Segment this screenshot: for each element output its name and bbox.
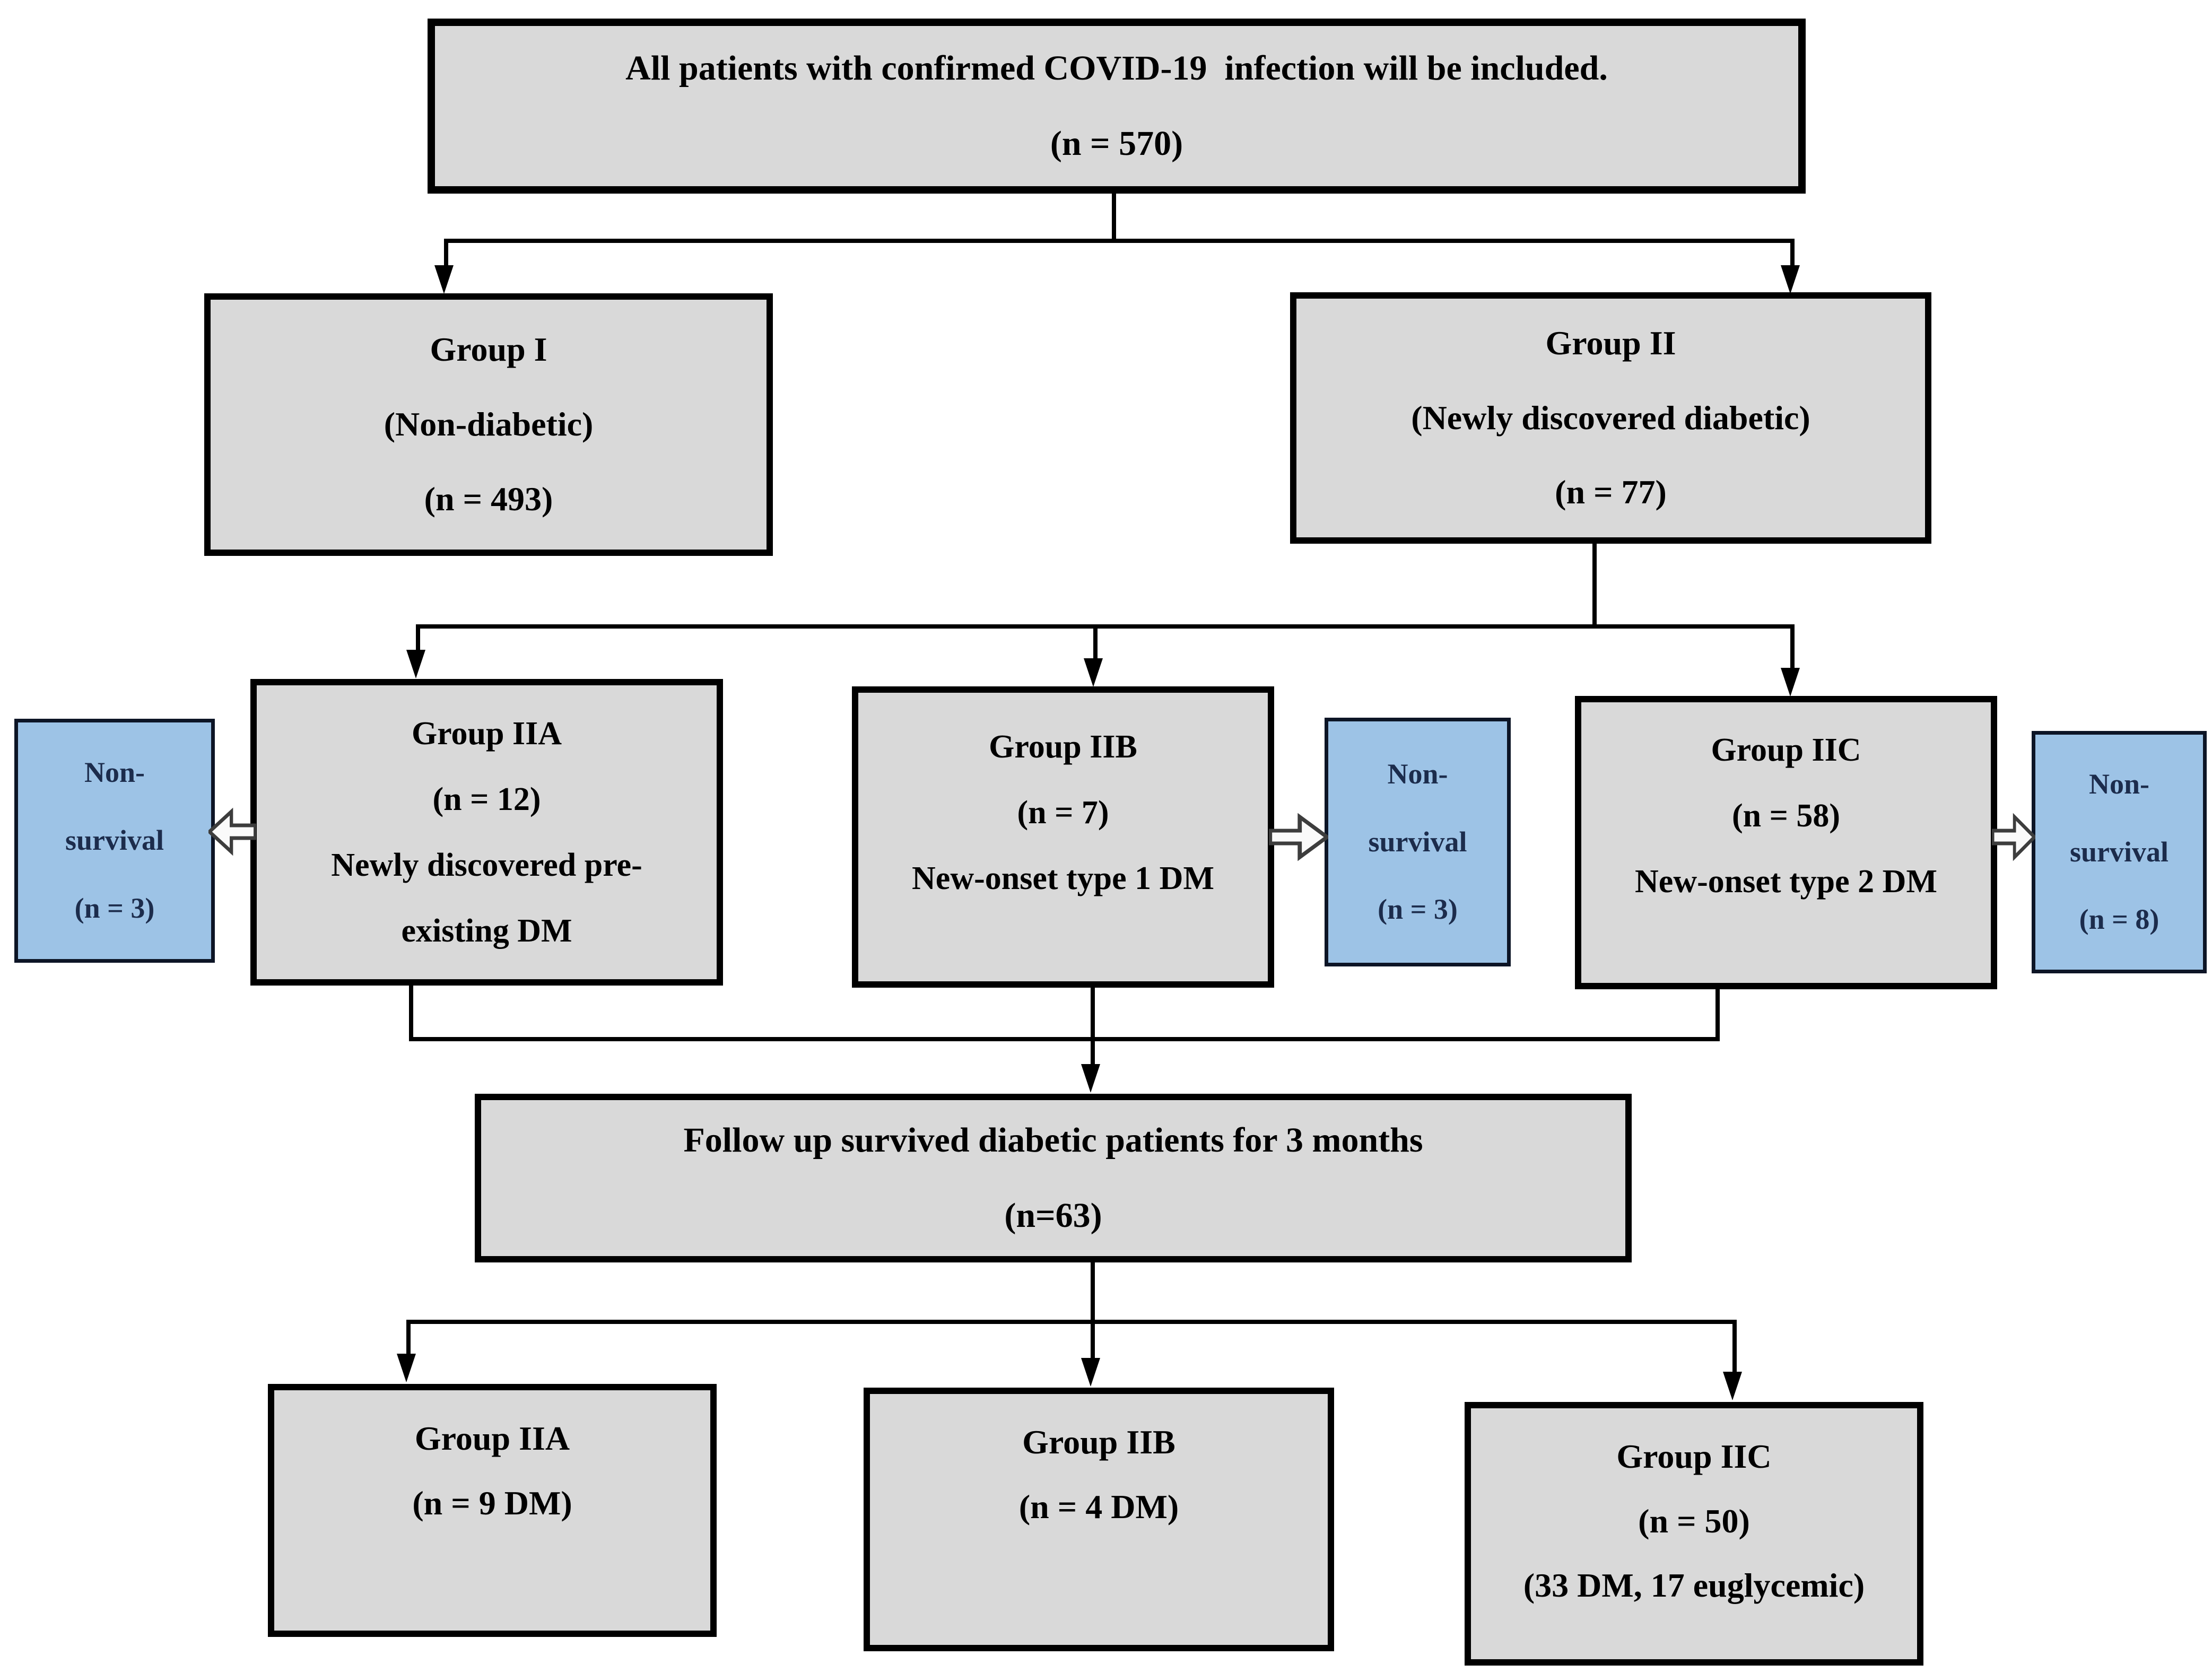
follow-up-count: (n=63) [1004,1196,1102,1235]
connector-drop-final-iia [406,1320,411,1355]
non-survival-a-count: (n = 3) [74,892,155,924]
node-total-line1: All patients with confirmed COVID-19 inf… [625,49,1608,88]
arrowhead-iic [1781,668,1800,696]
node-final-iic: Group IIC (n = 50) (33 DM, 17 euglycemic… [1465,1402,1923,1666]
connector-iia-down [409,986,413,1041]
node-group-iib: Group IIB (n = 7) New-onset type 1 DM [852,686,1274,988]
connector-drop-group-ii [1790,239,1795,266]
connector-drop-final-iic [1732,1320,1737,1373]
connector-drop-final-iib [1091,1324,1095,1359]
arrowhead-final-iib [1081,1358,1100,1387]
node-total-line2: (n = 570) [1050,124,1183,163]
group-iia-desc2: existing DM [401,913,572,949]
group-iia-title: Group IIA [411,716,562,752]
group-iib-title: Group IIB [989,729,1137,765]
non-survival-a-line1: Non- [84,756,145,789]
arrowhead-final-iic [1723,1372,1742,1400]
node-final-iia: Group IIA (n = 9 DM) [268,1384,717,1637]
node-group-iia: Group IIA (n = 12) Newly discovered pre-… [250,679,723,986]
connector-subgroup-branch [416,624,1795,629]
connector-follow-up-stem [1091,1261,1095,1324]
arrowhead-iia [406,650,425,678]
non-survival-b-count: (n = 3) [1378,893,1458,926]
node-group-iic: Group IIC (n = 58) New-onset type 2 DM [1575,696,1997,989]
group-i-count: (n = 493) [424,480,553,518]
non-survival-b-line1: Non- [1387,757,1448,790]
non-survival-c-line1: Non- [2088,768,2149,800]
node-total-patients: All patients with confirmed COVID-19 inf… [428,19,1806,194]
group-i-title: Group I [430,330,547,369]
connector-total-stem [1112,193,1116,241]
final-iic-count: (n = 50) [1638,1502,1750,1540]
connector-drop-iia [416,624,420,651]
final-iia-count: (n = 9 DM) [412,1484,572,1522]
group-iic-count: (n = 58) [1731,798,1841,834]
non-survival-a-line2: survival [65,824,164,857]
connector-drop-group-i [444,239,448,266]
node-final-iib: Group IIB (n = 4 DM) [864,1388,1334,1651]
arrowhead-iib [1084,658,1103,687]
group-i-subtitle: (Non-diabetic) [384,405,594,443]
arrowhead-group-ii [1781,265,1800,294]
final-iic-detail: (33 DM, 17 euglycemic) [1523,1566,1865,1605]
group-iia-count: (n = 12) [432,781,541,817]
group-iib-desc: New-onset type 1 DM [912,860,1214,896]
arrowhead-group-i [434,265,454,294]
connector-total-branch [444,239,1795,243]
connector-group-ii-stem [1592,543,1597,629]
connector-merge-line [409,1037,1720,1041]
final-iic-title: Group IIC [1616,1437,1772,1475]
final-iia-title: Group IIA [414,1419,570,1457]
follow-up-line1: Follow up survived diabetic patients for… [683,1121,1423,1160]
node-non-survival-iib: Non- survival (n = 3) [1325,718,1511,966]
non-survival-c-count: (n = 8) [2079,903,2159,936]
group-ii-title: Group II [1545,324,1676,362]
group-iic-title: Group IIC [1711,732,1861,768]
node-group-i: Group I (Non-diabetic) (n = 493) [204,293,773,556]
block-arrow-left-icon [208,807,256,856]
block-arrow-right-iib-icon [1269,813,1328,861]
connector-iib-down [1091,988,1095,1065]
arrowhead-final-iia [397,1354,416,1382]
group-ii-count: (n = 77) [1555,473,1667,511]
group-ii-subtitle: (Newly discovered diabetic) [1411,398,1810,437]
node-follow-up: Follow up survived diabetic patients for… [475,1094,1632,1262]
final-iib-title: Group IIB [1022,1423,1175,1461]
group-iic-desc: New-onset type 2 DM [1635,864,1937,900]
block-arrow-right-iic-icon [1992,813,2035,861]
group-iib-count: (n = 7) [1017,795,1109,831]
non-survival-b-line2: survival [1368,825,1467,858]
node-non-survival-iic: Non- survival (n = 8) [2032,731,2207,973]
non-survival-c-line2: survival [2069,835,2169,868]
connector-iic-down [1715,989,1720,1041]
arrowhead-follow-up [1081,1064,1100,1093]
connector-drop-iic [1790,629,1795,669]
node-group-ii: Group II (Newly discovered diabetic) (n … [1290,292,1931,544]
node-non-survival-iia: Non- survival (n = 3) [14,719,215,963]
final-iib-count: (n = 4 DM) [1018,1487,1179,1526]
connector-drop-iib [1093,629,1098,659]
group-iia-desc1: Newly discovered pre- [331,847,642,883]
connector-final-branch [406,1320,1737,1324]
